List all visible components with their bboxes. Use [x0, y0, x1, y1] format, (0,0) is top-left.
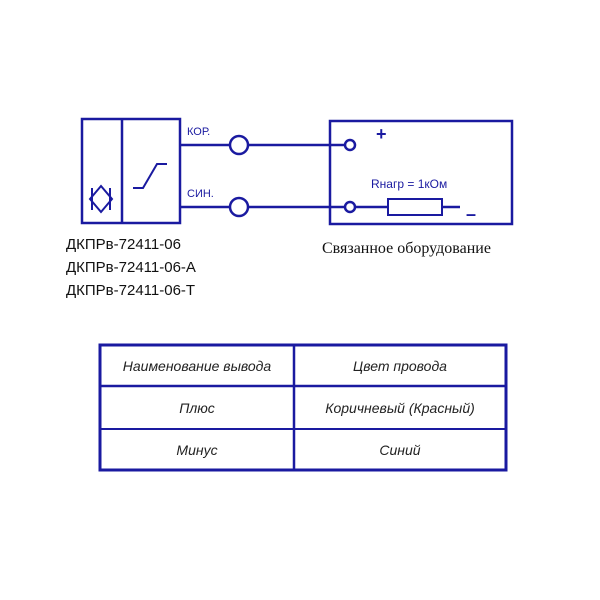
- table-cell: Минус: [176, 442, 217, 458]
- equipment-caption: Связанное оборудование: [322, 240, 491, 257]
- pinout-table: [98, 343, 508, 472]
- table-cell: Синий: [379, 442, 420, 458]
- load-label: Rнагр = 1кОм: [371, 177, 447, 191]
- wires: [180, 134, 350, 218]
- switch-symbol-icon: [133, 163, 167, 189]
- table-cell: Плюс: [179, 400, 215, 416]
- equipment-terminal-minus-icon: [343, 200, 357, 214]
- table-cell: Коричневый (Красный): [325, 400, 475, 416]
- wire-top-label: КОР.: [187, 126, 210, 138]
- load-resistor-icon: [387, 198, 443, 216]
- plus-sign: +: [376, 124, 387, 144]
- wire-bottom-label: СИН.: [187, 188, 214, 200]
- minus-sign: –: [466, 204, 476, 224]
- sensor-block: [80, 117, 182, 225]
- table-header-wire-color: Цвет провода: [353, 358, 447, 374]
- sensor-body: [80, 117, 182, 225]
- equipment-terminal-plus-icon: [343, 138, 357, 152]
- terminal-top-icon: [228, 134, 250, 156]
- sensor-model-label: ДКПРв-72411-06-А: [66, 259, 196, 276]
- sensor-model-label: ДКПРв-72411-06: [66, 236, 181, 253]
- table-header-pin-name: Наименование вывода: [123, 358, 272, 374]
- proximity-sensor-icon: [88, 184, 114, 214]
- sensor-model-label: ДКПРв-72411-06-Т: [66, 282, 196, 299]
- equipment-body: [328, 119, 514, 226]
- equipment-block: [328, 119, 514, 226]
- terminal-bottom-icon: [228, 196, 250, 218]
